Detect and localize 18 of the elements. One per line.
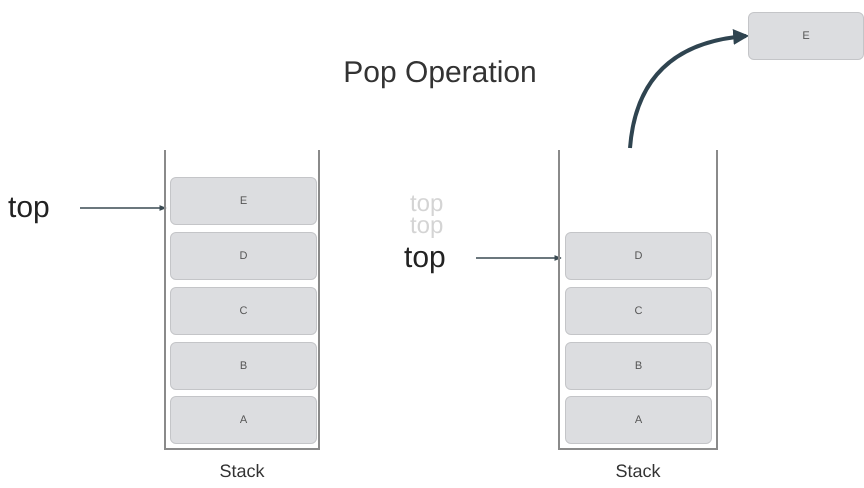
stack-item: C (170, 287, 317, 335)
pointer-label: top (8, 188, 78, 228)
arrow (476, 255, 562, 261)
stack-item: C (565, 287, 712, 335)
title: Pop Operation (342, 55, 538, 91)
arrow (80, 205, 167, 211)
stack-label: Stack (614, 460, 662, 483)
stack-item: D (565, 232, 712, 280)
stack-item: B (170, 342, 317, 390)
pointer-label: top (404, 238, 474, 278)
arrow (628, 30, 750, 148)
stack-item: A (565, 396, 712, 444)
stack-label: Stack (218, 460, 266, 483)
stack-item: E (748, 12, 864, 60)
stack-item: A (170, 396, 317, 444)
stack-item: B (565, 342, 712, 390)
stack-item: D (170, 232, 317, 280)
stack-item: E (170, 177, 317, 225)
